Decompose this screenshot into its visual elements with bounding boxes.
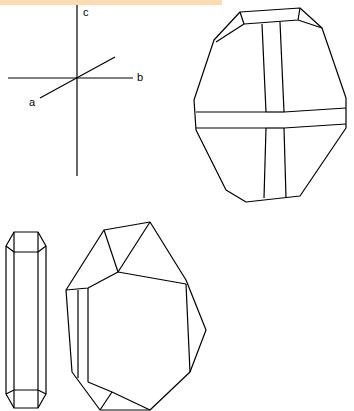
crystal-axes xyxy=(8,5,133,176)
tabular-crystal xyxy=(66,222,206,410)
axis-label: c xyxy=(83,7,89,18)
top-strip xyxy=(0,0,222,5)
axis-label: b xyxy=(137,72,143,83)
bipyramid-crystal xyxy=(194,8,346,202)
prism-crystal xyxy=(6,232,46,408)
axis-label: a xyxy=(29,97,35,108)
